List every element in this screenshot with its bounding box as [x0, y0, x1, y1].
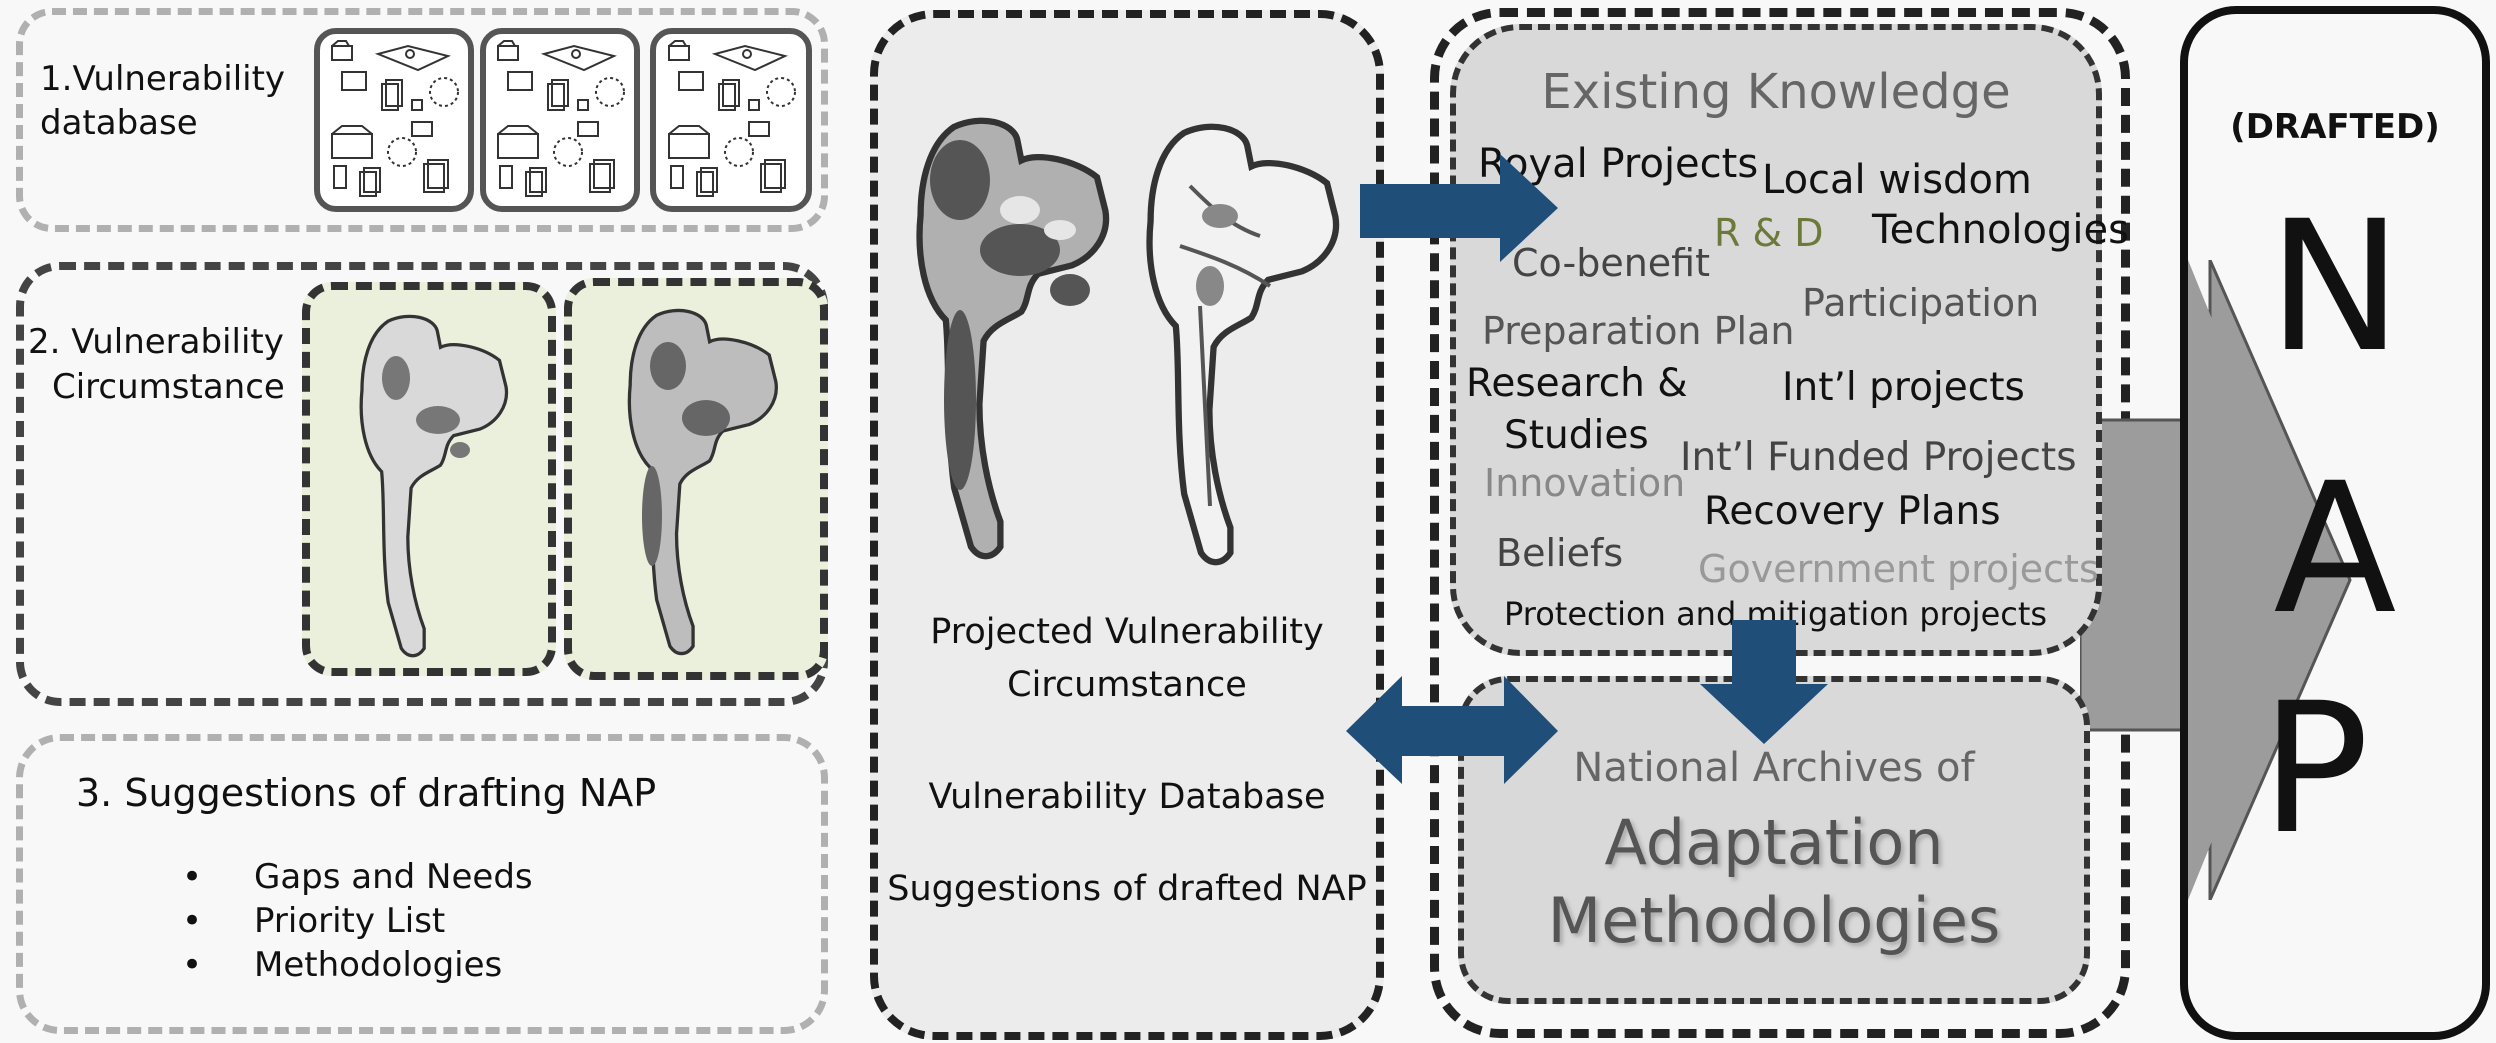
word-beliefs: Beliefs: [1496, 531, 1624, 575]
database-icons: [668, 40, 796, 197]
database-thumbnail: [480, 28, 640, 212]
map-frame-2: [564, 278, 828, 680]
panel2-label-line2: Circumstance: [52, 367, 285, 407]
right-arrow: [1360, 154, 1558, 262]
panel-vulnerability-database: [16, 8, 828, 232]
word-local-wisdom: Local wisdom: [1762, 157, 2032, 203]
word-studies: Studies: [1504, 413, 1649, 458]
projected-map-2: [1130, 106, 1350, 586]
bullet-text: Methodologies: [254, 945, 503, 985]
nap-drafted-label: (DRAFTED): [2230, 107, 2440, 147]
word-research: Research &: [1466, 361, 1688, 406]
panel-suggestions: [16, 734, 828, 1034]
bullet-methodologies: •Methodologies: [182, 945, 503, 985]
word-government-projects: Government projects: [1698, 547, 2099, 591]
word-innovation: Innovation: [1484, 461, 1686, 505]
middle-line1: Projected Vulnerability: [930, 612, 1324, 652]
bullet-priority-list: •Priority List: [182, 901, 446, 941]
projected-map-1: [900, 100, 1120, 580]
database-thumbnail: [650, 28, 812, 212]
vulnerability-map: [359, 314, 509, 658]
nap-panel: [2180, 6, 2490, 1040]
database-icons: [497, 40, 625, 197]
word-technologies: Technologies: [1872, 207, 2129, 253]
bullet-text: Priority List: [254, 901, 446, 941]
bullet-gaps-and-needs: •Gaps and Needs: [182, 857, 533, 897]
double-arrow: [1346, 676, 1558, 784]
database-thumbnail: [314, 28, 474, 212]
word-recovery-plans: Recovery Plans: [1704, 489, 2001, 534]
nap-letter-a: A: [2273, 445, 2397, 654]
vulnerability-map: [627, 308, 779, 656]
nap-letter-p: P: [2260, 665, 2370, 874]
nap-arrow-inner: [2188, 260, 2318, 900]
panel3-title: 3. Suggestions of drafting NAP: [76, 771, 657, 815]
word-participation: Participation: [1802, 281, 2040, 325]
panel1-label-line1: 1.Vulnerability: [40, 59, 286, 99]
word-rnd: R & D: [1714, 211, 1824, 255]
knowledge-title: Existing Knowledge: [1541, 64, 2011, 120]
panel2-label-line1: 2. Vulnerability: [28, 322, 284, 362]
down-arrow: [1700, 620, 1828, 744]
map-frame-1: [302, 282, 556, 676]
archives-line2: Adaptation: [1604, 806, 1944, 879]
word-intl-projects: Int’l projects: [1782, 365, 2025, 410]
word-co-benefit: Co-benefit: [1512, 241, 1710, 285]
word-preparation-plan: Preparation Plan: [1482, 309, 1795, 353]
archives-line1: National Archives of: [1573, 745, 1975, 791]
archives-line3: Methodologies: [1547, 884, 2001, 957]
middle-line2: Circumstance: [1007, 665, 1247, 705]
middle-line3: Vulnerability Database: [928, 777, 1326, 817]
word-intl-funded: Int’l Funded Projects: [1680, 435, 2077, 480]
bullet-text: Gaps and Needs: [254, 857, 533, 897]
panel1-label-line2: database: [40, 103, 198, 143]
middle-line4: Suggestions of drafted NAP: [887, 869, 1367, 909]
database-icons: [331, 40, 459, 197]
nap-letter-n: N: [2267, 183, 2403, 392]
